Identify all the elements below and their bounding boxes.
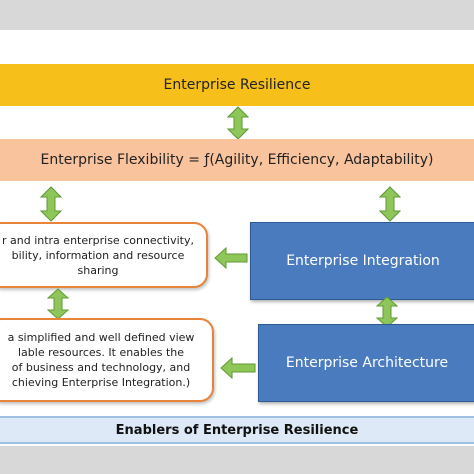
architecture-note-line: lable resources. It enables the bbox=[17, 346, 185, 359]
enablers-footer-band: Enablers of Enterprise Resilience bbox=[0, 416, 474, 444]
connectivity-note-box: r and intra enterprise connectivity, bil… bbox=[0, 222, 208, 288]
architecture-note-line: of business and technology, and bbox=[11, 361, 191, 374]
connectivity-note-line: sharing bbox=[77, 263, 119, 277]
top-gray-strip bbox=[0, 0, 474, 30]
connectivity-note-line: r and intra enterprise connectivity, bbox=[1, 233, 194, 247]
connectivity-note-line: bility, information and resource bbox=[11, 248, 185, 262]
enterprise-flexibility-formula: Enterprise Flexibility = ƒ(Agility, Effi… bbox=[40, 152, 434, 168]
double-arrow-vertical-icon bbox=[40, 186, 62, 222]
enterprise-integration-box: Enterprise Integration bbox=[250, 222, 474, 300]
enterprise-integration-label: Enterprise Integration bbox=[286, 253, 440, 269]
enterprise-resilience-label: Enterprise Resilience bbox=[163, 77, 311, 93]
bottom-gray-strip bbox=[0, 446, 474, 474]
enterprise-flexibility-band: Enterprise Flexibility = ƒ(Agility, Effi… bbox=[0, 139, 474, 181]
double-arrow-vertical-icon bbox=[379, 186, 401, 222]
left-arrow-icon bbox=[220, 357, 256, 379]
enterprise-architecture-label: Enterprise Architecture bbox=[285, 355, 449, 371]
architecture-note-line: chieving Enterprise Integration.) bbox=[11, 376, 191, 389]
left-arrow-icon bbox=[214, 247, 248, 269]
enterprise-resilience-band: Enterprise Resilience bbox=[0, 64, 474, 106]
double-arrow-vertical-icon bbox=[47, 288, 69, 320]
double-arrow-vertical-icon bbox=[227, 106, 249, 140]
enablers-footer-label: Enablers of Enterprise Resilience bbox=[115, 422, 359, 438]
architecture-note-line: a simplified and well defined view bbox=[7, 331, 195, 344]
architecture-note-box: a simplified and well defined view lable… bbox=[0, 318, 214, 402]
enterprise-architecture-box: Enterprise Architecture bbox=[258, 324, 474, 402]
